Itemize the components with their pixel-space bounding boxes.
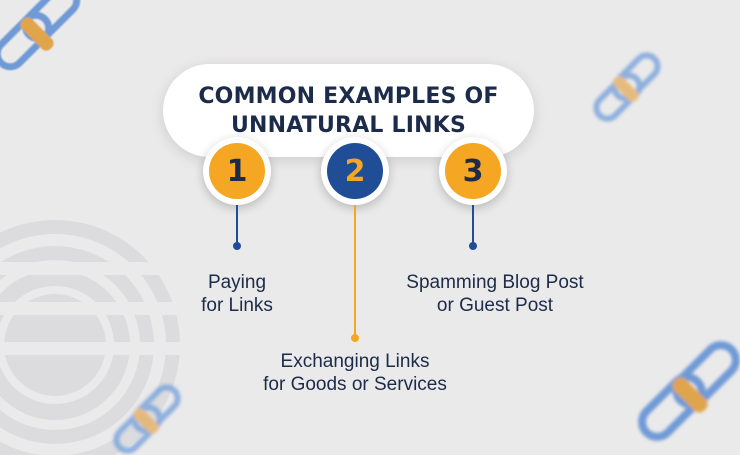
globe-icon: [0, 220, 180, 455]
connector-dot-3: [469, 242, 477, 250]
chain-link-icon: [113, 384, 181, 454]
connector-line-3: [472, 205, 474, 245]
connector-dot-2: [351, 334, 359, 342]
number-3: 3: [445, 143, 501, 199]
number-badge-3: 3: [439, 137, 507, 205]
title-line-1: COMMON EXAMPLES OF: [198, 83, 499, 109]
number-2: 2: [327, 143, 383, 199]
number-badge-1: 1: [203, 137, 271, 205]
item-label-1: Paying for Links: [157, 271, 317, 317]
connector-line-2: [354, 205, 356, 335]
connector-dot-1: [233, 242, 241, 250]
item-label-3-line-2: or Guest Post: [436, 295, 554, 316]
item-label-2-line-1: Exchanging Links: [280, 351, 430, 372]
item-label-2-line-2: for Goods or Services: [263, 374, 447, 395]
item-label-3: Spamming Blog Post or Guest Post: [370, 271, 620, 317]
item-label-1-line-2: for Links: [201, 295, 273, 316]
number-badge-2: 2: [321, 137, 389, 205]
connector-line-1: [236, 205, 238, 245]
item-label-2: Exchanging Links for Goods or Services: [230, 350, 480, 396]
number-1: 1: [209, 143, 265, 199]
item-label-1-line-1: Paying: [207, 272, 267, 293]
chain-link-icon: [0, 0, 81, 71]
chain-link-icon: [638, 341, 740, 441]
item-label-3-line-1: Spamming Blog Post: [406, 272, 584, 293]
chain-link-icon: [593, 52, 661, 122]
title-line-2: UNNATURAL LINKS: [230, 112, 467, 138]
